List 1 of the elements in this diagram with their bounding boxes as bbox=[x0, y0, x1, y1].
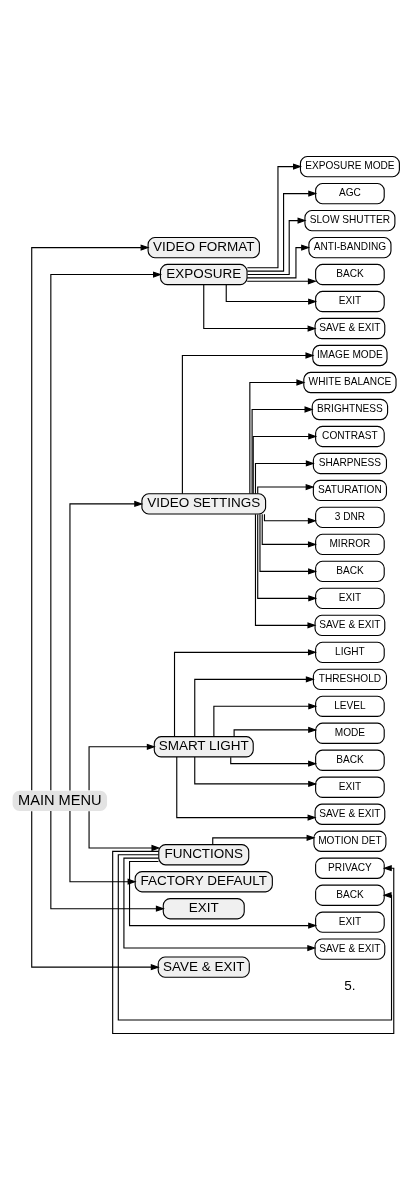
label: 5. bbox=[344, 977, 356, 993]
